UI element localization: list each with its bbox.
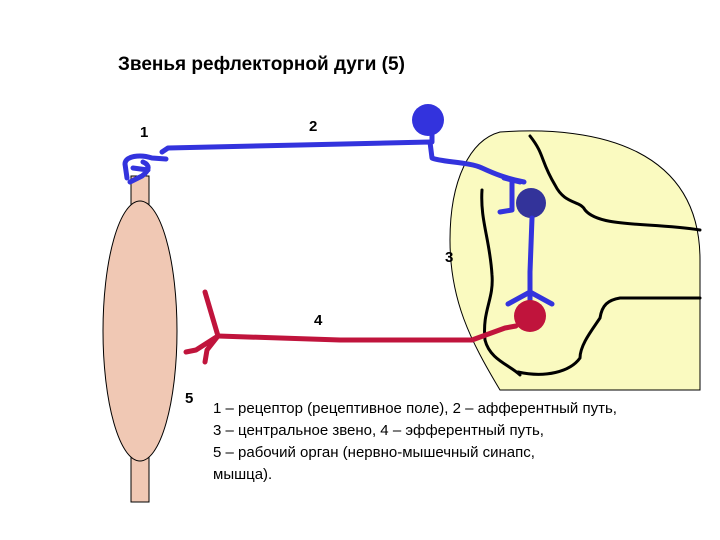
muscle — [102, 200, 178, 462]
label-efferent: 4 — [314, 312, 323, 329]
afferent-terminal — [497, 175, 523, 215]
legend: 1 – рецептор (рецептивное поле), 2 – афф… — [213, 398, 713, 486]
motor-neuron-body — [514, 300, 546, 332]
diagram-title: Звенья рефлекторной дуги (5) — [118, 54, 405, 75]
efferent-fiber — [215, 323, 519, 343]
legend-line: мышца). — [213, 466, 273, 483]
legend-line: 3 – центральное звено, 4 – эфферентный п… — [213, 422, 544, 439]
afferent-pathway — [122, 119, 527, 215]
sensory-neuron-body — [412, 104, 444, 136]
label-central: 3 — [445, 249, 454, 266]
interneuron-body — [516, 188, 546, 218]
spinal-cord-inner-lines — [480, 134, 702, 377]
label-receptor: 1 — [140, 124, 149, 141]
label-effector: 5 — [185, 390, 194, 407]
efferent-pathway — [183, 289, 519, 365]
label-afferent: 2 — [309, 118, 318, 135]
motor-end-plates — [183, 289, 221, 365]
legend-line: 1 – рецептор (рецептивное поле), 2 – афф… — [213, 400, 617, 417]
legend-line: 5 – рабочий орган (нервно-мышечный синап… — [213, 444, 535, 461]
receptor-endings — [122, 153, 169, 185]
interneuron-processes — [505, 215, 555, 307]
